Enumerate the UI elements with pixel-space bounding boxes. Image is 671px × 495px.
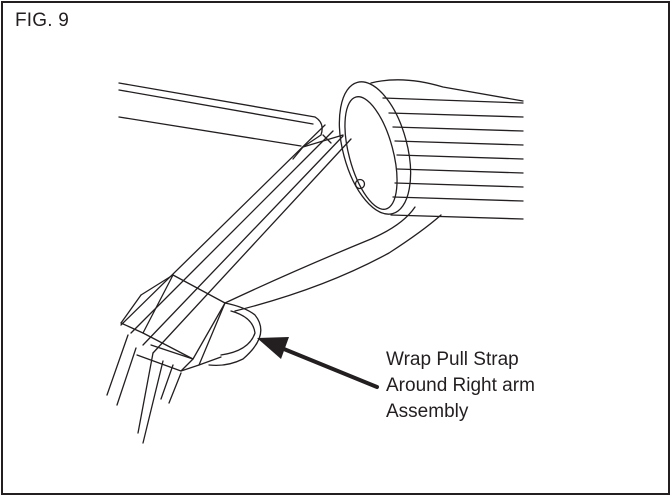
callout-line: Wrap Pull Strap [386, 349, 519, 370]
roller-cylinder [338, 79, 524, 220]
callout-line: Around Right arm [386, 375, 535, 396]
assembly-illustration [106, 79, 524, 444]
figure-label: FIG. 9 [15, 10, 69, 31]
callout-line: Assembly [386, 401, 469, 422]
callout-text: Wrap Pull Strap Around Right arm Assembl… [386, 347, 535, 425]
pull-strap [120, 206, 442, 372]
arrow-pointer-icon [257, 337, 379, 389]
right-arm-assembly [106, 124, 352, 444]
upper-frame-tube [118, 82, 323, 160]
